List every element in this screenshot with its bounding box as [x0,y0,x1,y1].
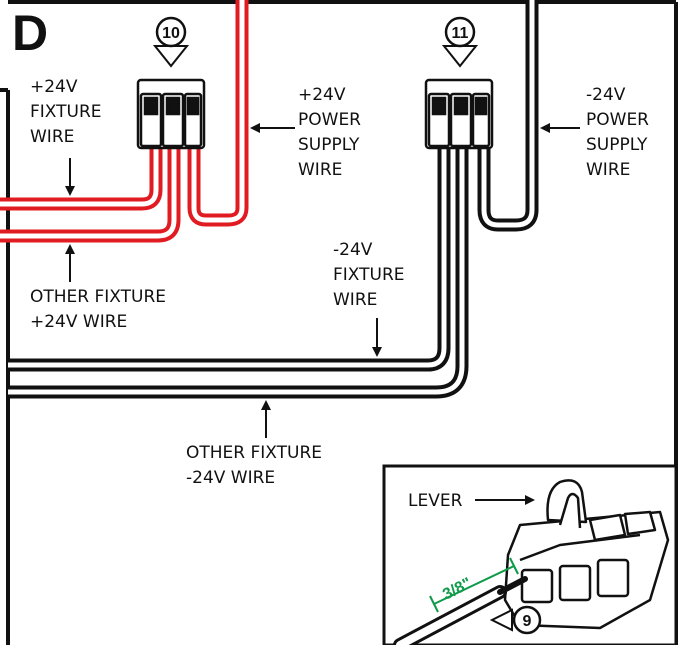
svg-text:+24V WIRE: +24V WIRE [30,312,127,332]
svg-text:SUPPLY: SUPPLY [586,135,648,155]
svg-text:9: 9 [523,613,532,630]
svg-text:WIRE: WIRE [30,127,74,147]
svg-text:+24V: +24V [30,77,78,97]
svg-text:POWER: POWER [298,110,361,130]
label-plus-supply: +24V POWER SUPPLY WIRE [298,85,361,180]
lever-connector [503,479,670,630]
svg-text:10: 10 [162,25,180,42]
svg-text:-24V WIRE: -24V WIRE [186,468,275,488]
label-plus-fixture: +24V FIXTURE WIRE [30,77,102,147]
connector-right [424,78,494,150]
connector-left [136,78,206,150]
step-10-marker: 10 [152,16,190,68]
strip-length-measure [429,557,519,613]
inset-panel: LEVER 3/8" 9 [382,464,678,645]
step-9-marker: 9 [489,605,542,635]
svg-text:OTHER FIXTURE: OTHER FIXTURE [186,443,322,463]
label-minus-supply: -24V POWER SUPPLY WIRE [586,85,649,180]
label-minus-fixture: -24V FIXTURE WIRE [333,240,405,310]
svg-text:-24V: -24V [333,240,373,260]
callout-arrows [65,123,580,438]
svg-text:FIXTURE: FIXTURE [30,102,102,122]
positive-wires-core [0,0,245,239]
stripped-wire [393,576,528,645]
svg-text:POWER: POWER [586,110,649,130]
svg-text:OTHER FIXTURE: OTHER FIXTURE [30,287,166,307]
svg-text:FIXTURE: FIXTURE [333,265,405,285]
label-other-minus: OTHER FIXTURE -24V WIRE [186,443,322,488]
step-11-marker: 11 [441,16,479,68]
svg-text:+24V: +24V [298,85,346,105]
panel-letter: D [12,5,48,61]
plus-fixture-wire [0,148,163,211]
svg-text:-24V: -24V [586,85,626,105]
svg-text:WIRE: WIRE [586,160,630,180]
svg-text:LEVER: LEVER [408,491,463,511]
label-other-plus: OTHER FIXTURE +24V WIRE [30,287,166,332]
svg-text:SUPPLY: SUPPLY [298,135,360,155]
svg-text:11: 11 [452,25,469,42]
svg-text:WIRE: WIRE [298,160,342,180]
other-plus-wire [0,148,181,243]
minus-fixture-wire [8,148,451,372]
negative-wires-core [8,0,535,395]
svg-text:WIRE: WIRE [333,290,377,310]
